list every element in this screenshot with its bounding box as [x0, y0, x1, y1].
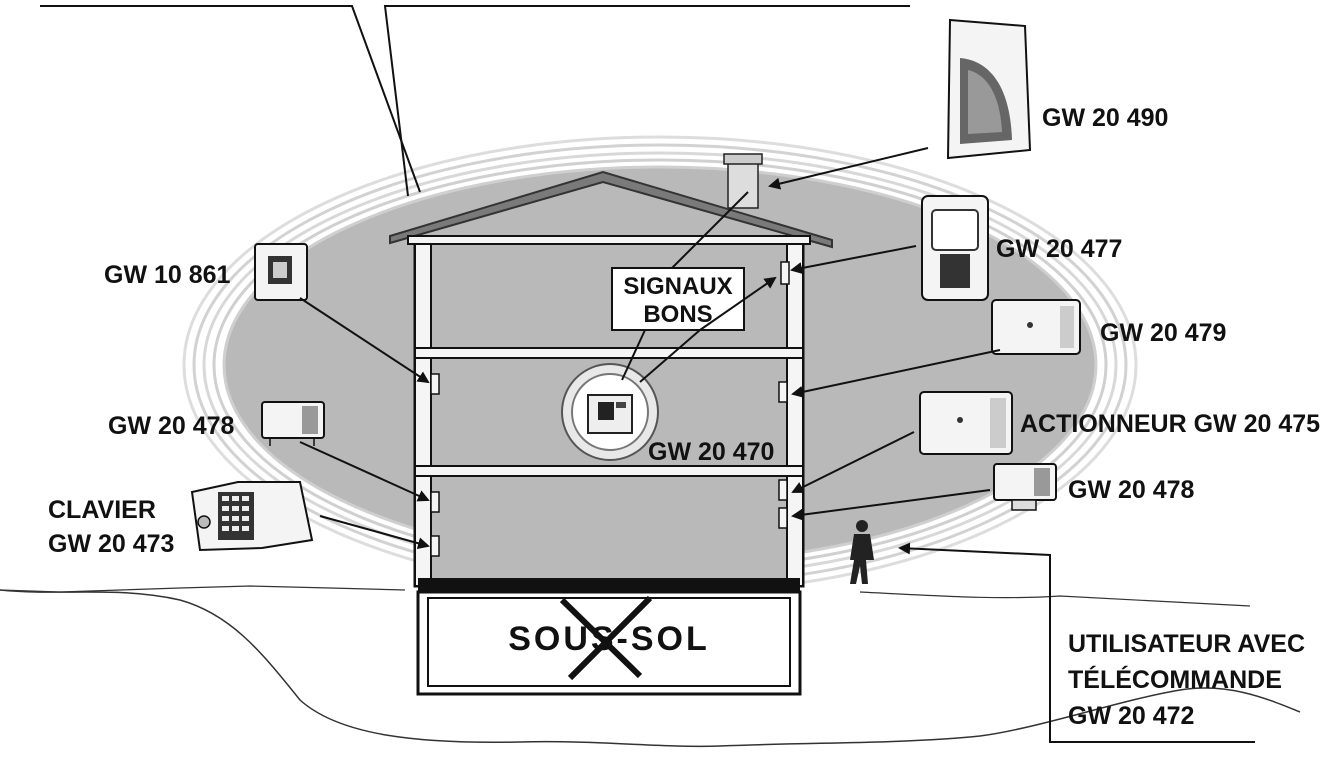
wall-receivers: [430, 261, 790, 557]
label-user-line3: GW 20 472: [1068, 702, 1194, 730]
user-with-remote-icon: [850, 520, 874, 584]
label-bons: BONS: [643, 301, 712, 328]
label-sous-sol: SOUS-SOL: [508, 620, 710, 658]
label-gw-20-479: GW 20 479: [1100, 319, 1226, 347]
label-user-line1: UTILISATEUR AVEC: [1068, 630, 1305, 658]
keypad-gw-20-473-icon: [190, 481, 314, 552]
labels: GW 20 490 GW 20 477 GW 20 479 ACTIONNEUR…: [48, 104, 1320, 730]
label-clavier-line1: CLAVIER: [48, 496, 156, 524]
central-unit-gw-20-470-icon: [561, 363, 659, 461]
signaux-bons-box: [611, 191, 777, 383]
actuator-gw-20-475-icon: [919, 391, 1013, 455]
label-clavier-line2: GW 20 473: [48, 530, 174, 558]
label-gw-20-470: GW 20 470: [648, 438, 774, 466]
label-gw-20-478-left: GW 20 478: [108, 412, 235, 440]
label-gw-10-861: GW 10 861: [104, 261, 231, 289]
label-actionneur: ACTIONNEUR GW 20 475: [1020, 410, 1320, 438]
label-signaux: SIGNAUX: [623, 273, 732, 300]
label-gw-20-478-right: GW 20 478: [1068, 476, 1195, 504]
label-gw-20-490: GW 20 490: [1042, 104, 1168, 132]
device-gw-20-478-right-icon: [993, 463, 1057, 511]
device-gw-10-861-icon: [254, 243, 308, 301]
device-gw-20-478-left-icon: [261, 401, 325, 446]
label-user-line2: TÉLÉCOMMANDE: [1068, 665, 1282, 694]
label-gw-20-477: GW 20 477: [996, 235, 1122, 263]
signal-arrows: [299, 147, 1255, 743]
detector-gw-20-477-icon: [921, 195, 989, 301]
antenna-lines: [40, 5, 910, 197]
terrain: [0, 585, 1301, 748]
no-signal-cross: [559, 595, 653, 681]
siren-gw-20-490-icon: [946, 18, 1032, 160]
device-gw-20-479-icon: [991, 299, 1081, 355]
